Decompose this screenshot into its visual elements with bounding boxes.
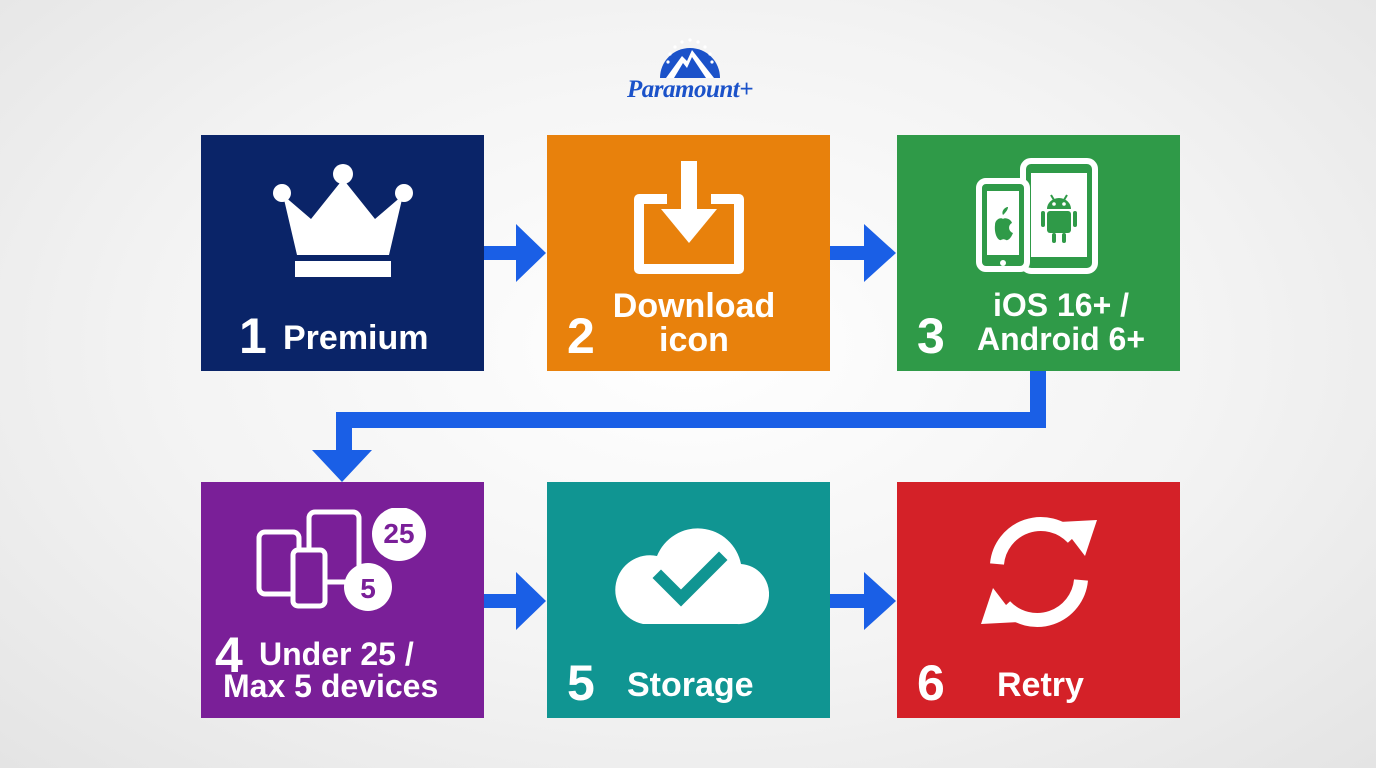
- step-card-requirements: 3 iOS 16+ / Android 6+: [897, 135, 1180, 371]
- arrow-right-5-6: [830, 572, 896, 630]
- step-label-line2: Max 5 devices: [223, 668, 439, 704]
- arrow-right-2-3: [830, 224, 896, 282]
- arrow-right-1-2: [484, 224, 546, 282]
- step-label: Retry: [997, 666, 1084, 704]
- cloud-check-icon: [615, 528, 769, 625]
- step-label-line2: Android 6+: [976, 321, 1145, 357]
- badge-max-devices: 5: [360, 573, 376, 604]
- step-label: Storage: [627, 666, 754, 704]
- badge-max-age: 25: [383, 518, 415, 549]
- step-label: Premium: [283, 319, 429, 357]
- arrow-right-4-5: [484, 572, 546, 630]
- step-label-line2: icon: [659, 321, 729, 359]
- phone-tablet-icon: [976, 158, 1098, 274]
- step-number: 1: [239, 308, 267, 364]
- mountain-logo-icon: [660, 38, 720, 78]
- step-number: 6: [917, 655, 945, 711]
- step-label-line1: Download: [612, 287, 776, 325]
- step-card-premium: 1 Premium: [201, 135, 484, 371]
- retry-icon: [981, 517, 1097, 627]
- step-card-retry: 6 Retry: [897, 482, 1180, 718]
- download-icon: [634, 161, 744, 274]
- step-card-storage: 5 Storage: [547, 482, 830, 718]
- step-number: 3: [917, 308, 945, 364]
- crown-icon: [273, 164, 413, 277]
- step-label-line1: Under 25 /: [259, 636, 414, 672]
- step-label-line1: iOS 16+ /: [992, 287, 1130, 323]
- devices-icon: [256, 508, 426, 611]
- arrow-return-3-4: [312, 370, 1046, 482]
- paramount-plus-logo: Paramount+: [620, 28, 760, 110]
- step-number: 5: [567, 655, 595, 711]
- step-card-download: 2 Download icon: [547, 135, 830, 371]
- brand-name: Paramount+: [627, 76, 753, 103]
- step-card-devices: 25 5 4 Under 25 / Max 5 devices: [201, 482, 484, 718]
- step-number: 2: [567, 308, 595, 364]
- step-number: 4: [215, 627, 243, 683]
